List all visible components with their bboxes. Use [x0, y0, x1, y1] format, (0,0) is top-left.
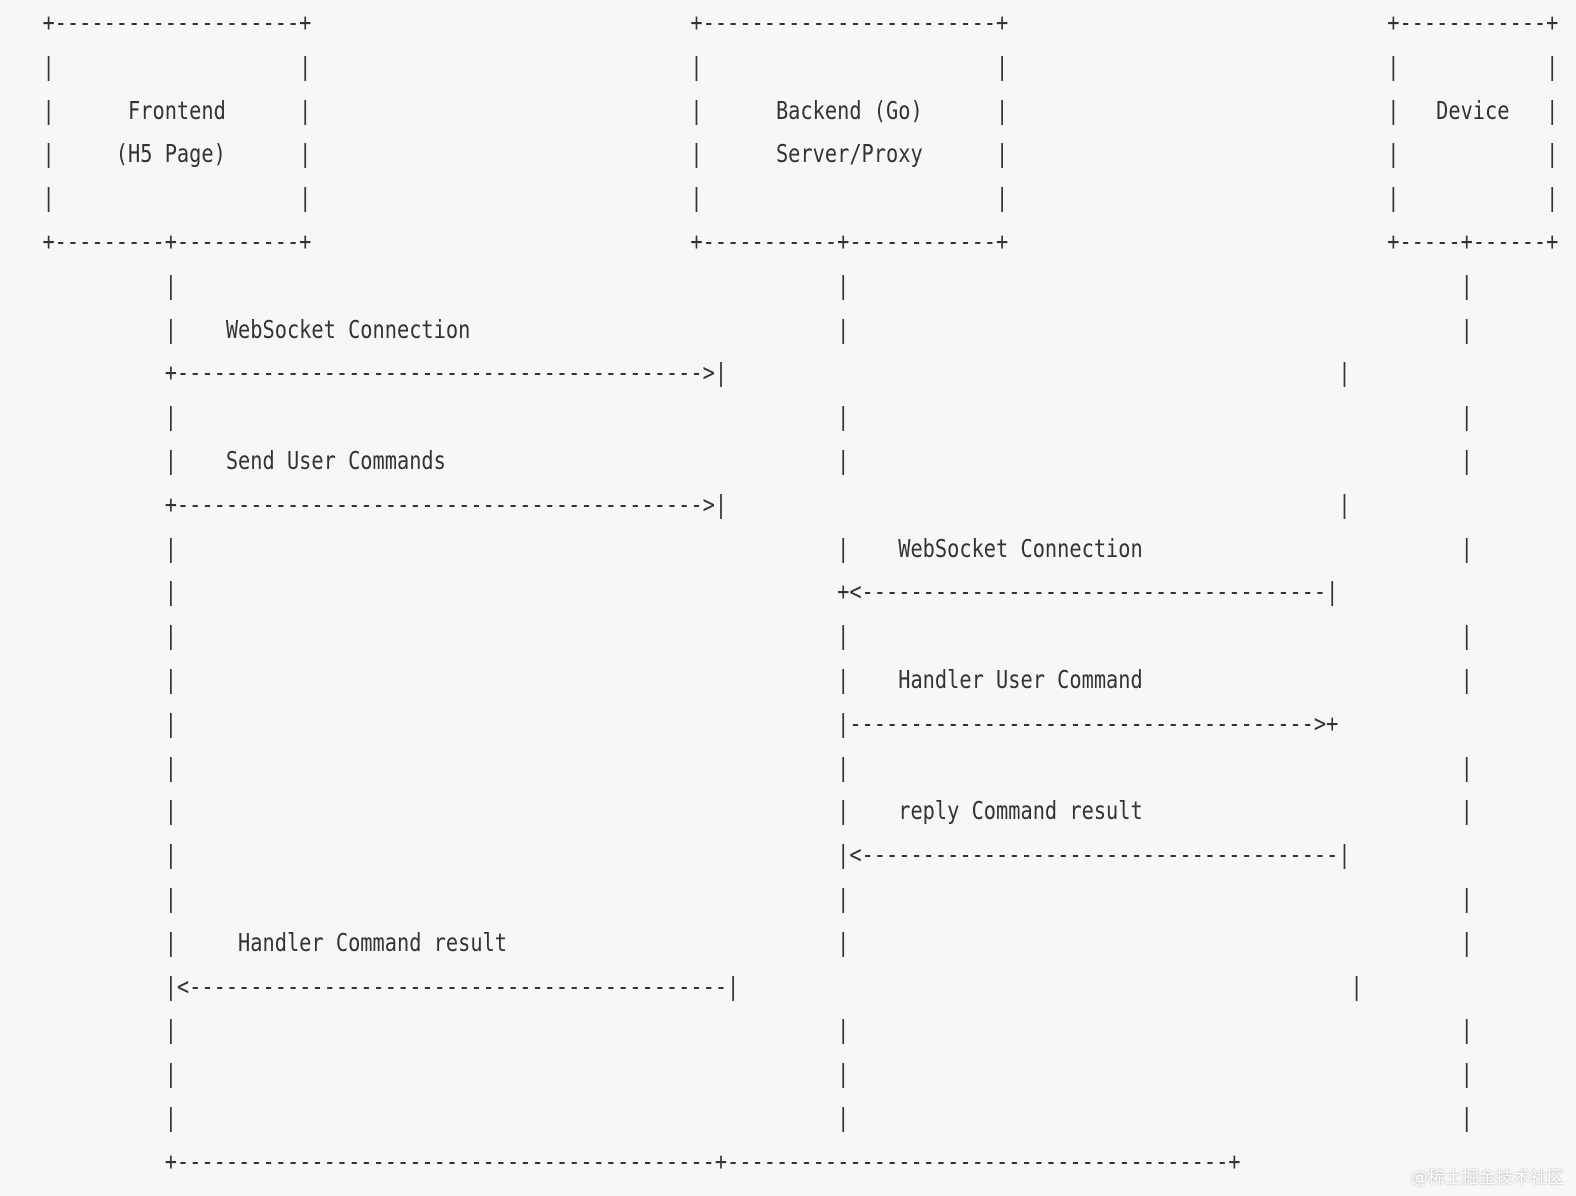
- ascii-sequence-diagram: +--------------------+ +----------------…: [42, 8, 1559, 1176]
- watermark: @稀土掘金技术社区: [1411, 1168, 1564, 1188]
